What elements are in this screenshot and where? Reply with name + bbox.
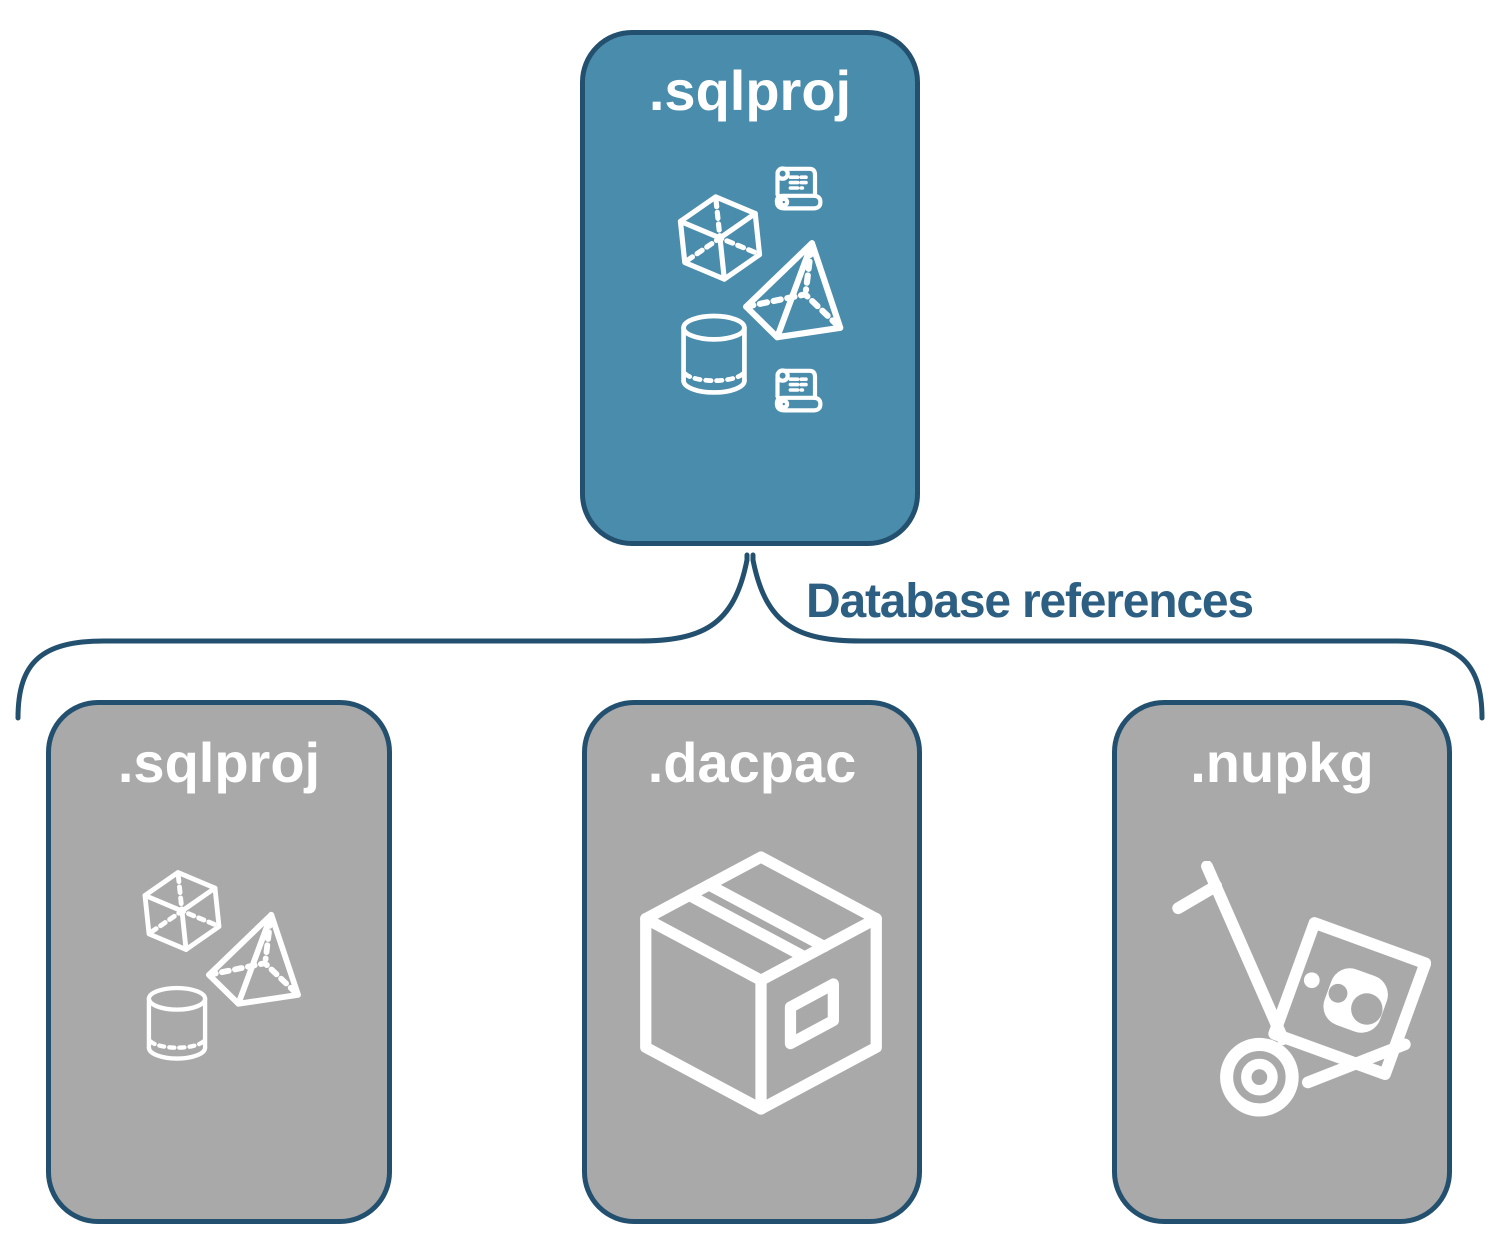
child-box-title: .dacpac: [647, 731, 857, 794]
child-box-title: .nupkg: [1190, 731, 1374, 794]
child-dacpac-box: .dacpac: [582, 700, 922, 1224]
cube-icon: [677, 194, 763, 282]
cube-icon: [142, 870, 222, 952]
child-nupkg-box: .nupkg: [1112, 700, 1452, 1224]
root-box-title: .sqlproj: [648, 59, 852, 122]
pyramid-icon: [206, 911, 301, 1007]
cylinder-icon: [681, 313, 747, 395]
nuget-hand-truck-icon: [1172, 861, 1431, 1117]
scroll-icon: [774, 368, 823, 413]
package-box-icon: [640, 851, 882, 1115]
cylinder-icon: [146, 985, 208, 1061]
database-references-label: Database references: [806, 575, 1254, 628]
root-sqlproj-box: .sqlproj: [580, 30, 920, 546]
child-sqlproj-box: .sqlproj: [46, 700, 392, 1224]
child-box-title: .sqlproj: [117, 731, 321, 794]
pyramid-icon: [743, 240, 844, 341]
scroll-icon: [774, 166, 823, 211]
bracket-connector: [15, 552, 1485, 721]
